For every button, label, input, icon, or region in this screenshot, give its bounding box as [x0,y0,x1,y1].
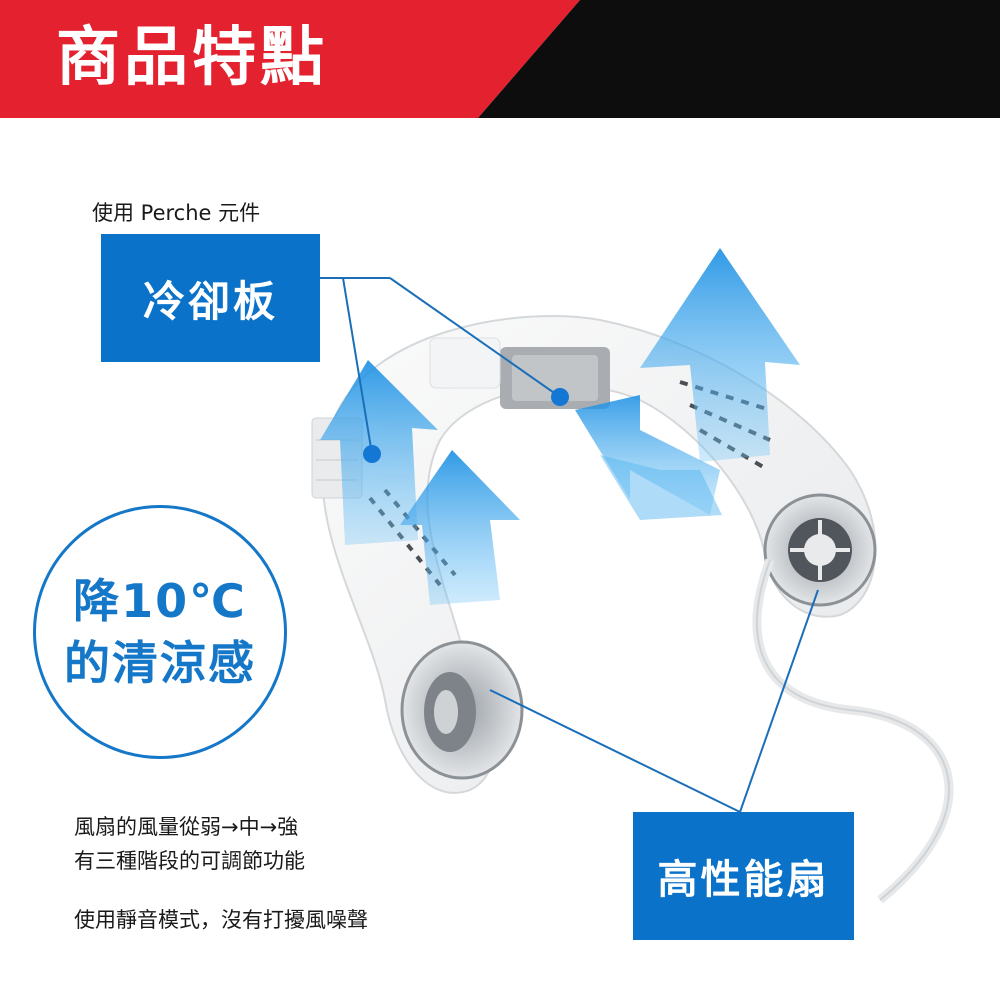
arrow-left-icon [575,395,722,520]
silent-mode-note: 使用靜音模式，沒有打擾風噪聲 [74,908,368,932]
header-banner [0,0,1000,118]
fan-grille-icon [763,493,877,607]
page-title: 商品特點 [56,21,328,95]
cooling-badge: 降10℃ 的清涼感 [33,505,287,759]
neck-fan-illustration [311,248,954,904]
cooling-badge-line1: 降10℃ [73,574,247,628]
cooling-plate-label: 冷卻板 [101,234,320,362]
fan-description-line1: 風扇的風量從弱→中→強 [74,815,299,839]
cooling-plate-caption: 使用 Perche 元件 [92,201,261,225]
cooling-badge-line2: 的清涼感 [64,636,256,690]
fan-description-line2: 有三種階段的可調節功能 [74,849,305,873]
fan-label: 高性能扇 [633,812,854,940]
